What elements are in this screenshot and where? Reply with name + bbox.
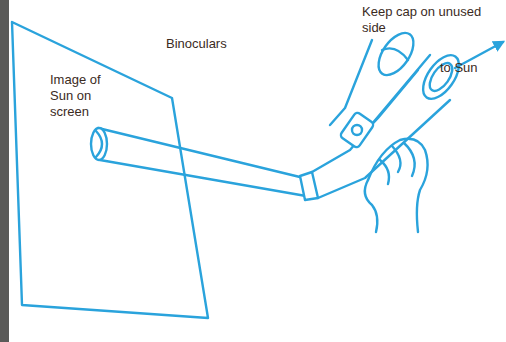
direction-label: to Sun: [440, 60, 500, 76]
note-label: Keep cap on unused side: [362, 4, 487, 36]
fingers: [380, 143, 415, 184]
focus-wheel: [352, 125, 362, 135]
device-label: Binoculars: [166, 36, 256, 52]
light-beam: [98, 128, 306, 196]
sun-image: [91, 128, 107, 160]
hand-palm: [365, 180, 378, 232]
eyepiece: [300, 172, 318, 200]
lens-cap: [372, 27, 421, 81]
sun-image-crescent: [96, 131, 102, 157]
lens-cap-rim: [382, 48, 408, 60]
screen-label: Image of Sun on screen: [50, 72, 122, 120]
projection-screen: Image of Sun on screen: [10, 20, 215, 322]
screen-outline: [10, 20, 215, 322]
photo-edge: [0, 0, 9, 342]
screen-outline: [12, 22, 208, 318]
hinge: [339, 111, 374, 148]
objective-lens: [416, 49, 466, 105]
